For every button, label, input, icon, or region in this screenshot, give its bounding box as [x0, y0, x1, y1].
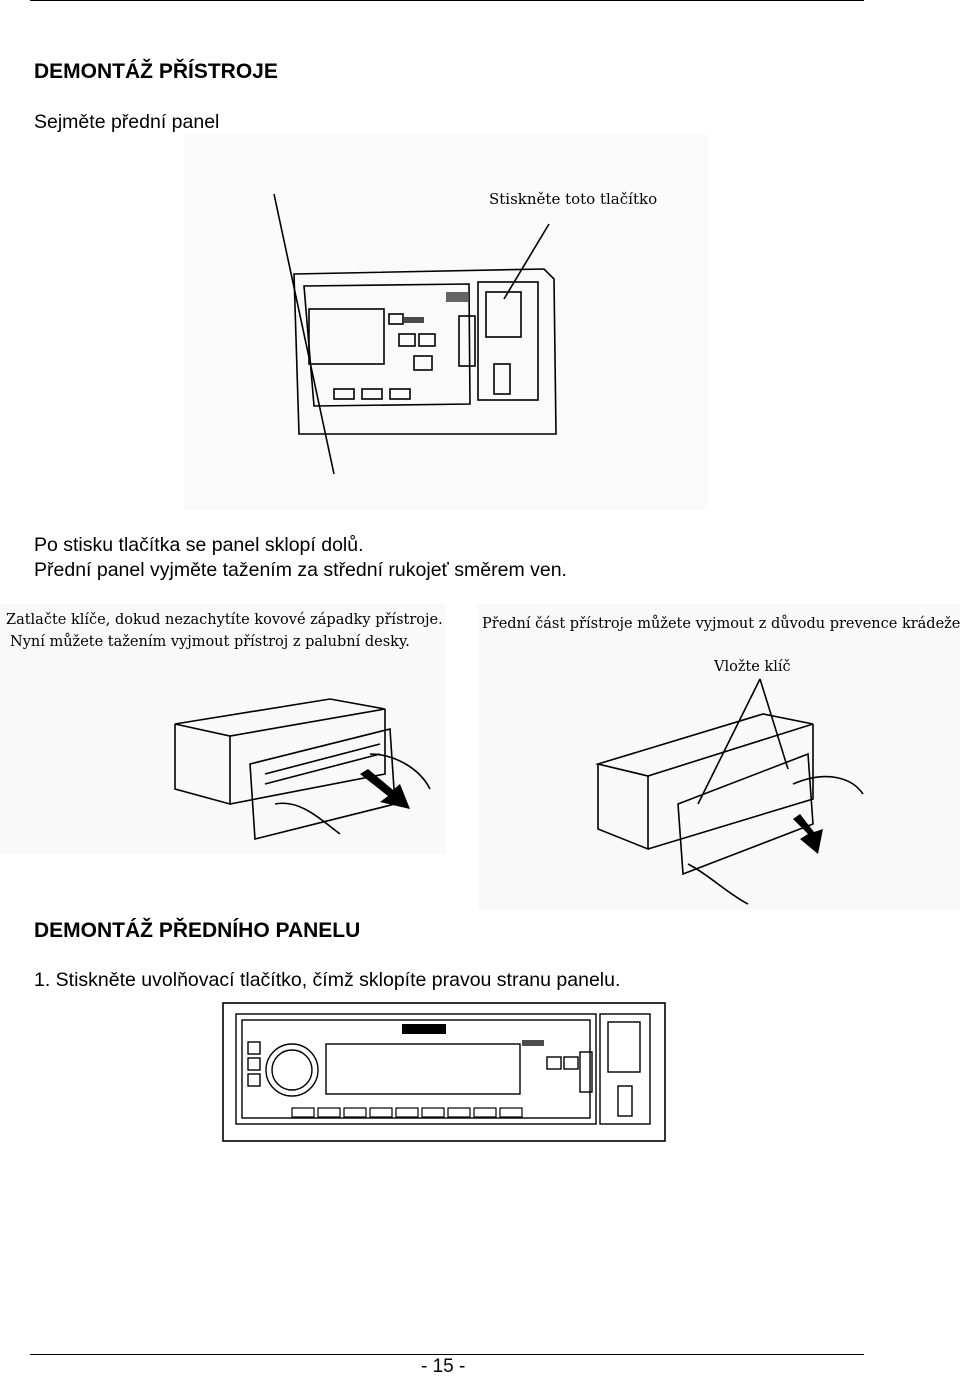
footer-rule [30, 1354, 864, 1355]
section-heading-front-panel-removal: DEMONTÁŽ PŘEDNÍHO PANELU [34, 919, 361, 942]
figure-pull-unit-out: Zatlačte klíče, dokud nezachytíte kovové… [0, 604, 446, 854]
caption-push-keys: Zatlačte klíče, dokud nezachytíte kovové… [6, 612, 443, 628]
paragraph-pull-handle-out: Přední panel vyjměte tažením za střední … [34, 559, 567, 581]
caption-front-part-removable: Přední část přístroje můžete vyjmout z d… [482, 615, 960, 632]
figure-front-panel [222, 1002, 666, 1142]
figure-panel-release-button: Stiskněte toto tlačítko [184, 134, 708, 510]
header-rule [30, 0, 864, 1]
step-press-release-button: 1. Stiskněte uvolňovací tlačítko, čímž s… [34, 969, 621, 991]
label-insert-key: Vložte klíč [713, 659, 791, 675]
section-heading-device-removal: DEMONTÁŽ PŘÍSTROJE [34, 60, 278, 83]
figure-remove-front-part: Přední část přístroje můžete vyjmout z d… [478, 604, 960, 909]
caption-pull-unit: Nyní můžete tažením vyjmout přístroj z p… [10, 633, 410, 650]
page-number: - 15 - [421, 1356, 466, 1377]
paragraph-panel-folds-down: Po stisku tlačítka se panel sklopí dolů. [34, 534, 364, 556]
instruction-remove-front-panel: Sejměte přední panel [34, 111, 220, 133]
figure-label-press-button: Stiskněte toto tlačítko [489, 190, 657, 208]
